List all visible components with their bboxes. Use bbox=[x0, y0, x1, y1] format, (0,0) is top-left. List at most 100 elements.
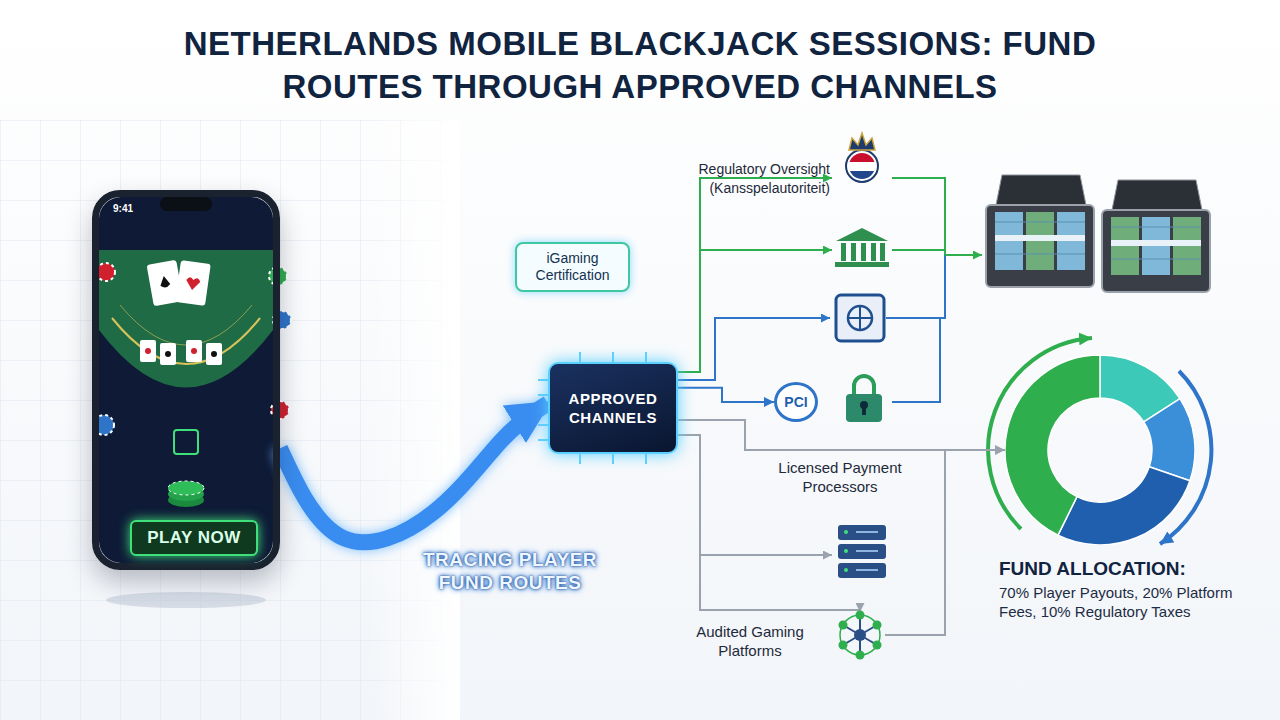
phone-screen bbox=[112, 318, 260, 364]
grid-backdrop bbox=[0, 120, 460, 720]
lock-icon bbox=[854, 376, 874, 395]
donut-segment bbox=[1005, 355, 1100, 535]
bank-icon bbox=[871, 243, 876, 261]
lock-icon bbox=[846, 376, 882, 422]
regulator-crest bbox=[846, 150, 878, 182]
chart-heading: FUND ALLOCATION: bbox=[999, 558, 1280, 580]
money-briefcase bbox=[1102, 210, 1210, 292]
network-icon bbox=[854, 629, 866, 641]
phone-screen bbox=[120, 305, 252, 345]
phone-device: PLAY NOW 9:41 bbox=[92, 190, 280, 570]
small-cards bbox=[191, 348, 197, 354]
regulator-crest bbox=[848, 153, 876, 180]
bet-box bbox=[174, 430, 198, 454]
vault-icon bbox=[848, 306, 872, 330]
route-lines bbox=[678, 178, 982, 635]
server-icon bbox=[844, 568, 848, 572]
money-briefcase bbox=[995, 235, 1085, 241]
small-cards bbox=[145, 348, 151, 354]
small-cards bbox=[140, 340, 156, 362]
lock-icon bbox=[862, 407, 866, 415]
small-cards bbox=[140, 340, 222, 365]
network-icon bbox=[839, 641, 848, 650]
route-lines bbox=[945, 254, 982, 256]
bank-icon bbox=[861, 243, 866, 261]
flow-label: TRACING PLAYER FUND ROUTES bbox=[405, 548, 615, 594]
lock-icon bbox=[846, 394, 882, 422]
small-cards bbox=[211, 351, 217, 357]
donut-segment bbox=[1058, 467, 1190, 545]
money-briefcase bbox=[995, 222, 1085, 254]
bank-icon bbox=[836, 228, 888, 241]
button-label: PLAY NOW bbox=[147, 528, 241, 548]
chip-pins bbox=[538, 439, 548, 441]
route-lines bbox=[892, 318, 940, 402]
network-icon bbox=[843, 615, 877, 655]
phone-notch bbox=[160, 197, 212, 211]
diagram-title: NETHERLANDS MOBILE BLACKJACK SESSIONS: F… bbox=[140, 22, 1140, 108]
money-briefcase bbox=[1111, 240, 1201, 246]
route-lines bbox=[892, 249, 945, 251]
channel-chip: APPROVED CHANNELS bbox=[548, 362, 678, 454]
chip-pins bbox=[538, 379, 548, 381]
regulator-crest bbox=[849, 133, 875, 150]
playing-card bbox=[147, 260, 211, 307]
network-icon bbox=[873, 621, 882, 630]
flow-ribbon-arrow bbox=[280, 403, 548, 542]
route-label: Regulatory Oversight (Kansspelautoriteit… bbox=[640, 160, 830, 198]
grid-backdrop bbox=[0, 120, 460, 720]
chip-stack bbox=[168, 481, 204, 507]
network-icon bbox=[873, 641, 882, 650]
bank-icon bbox=[851, 243, 856, 261]
connector-layer bbox=[280, 388, 1005, 543]
certification-badge: iGaming Certification bbox=[515, 242, 630, 292]
phone-shadow bbox=[106, 592, 266, 608]
regulator-crest bbox=[848, 153, 876, 162]
network-icon bbox=[840, 615, 880, 655]
small-cards bbox=[206, 343, 222, 365]
status-time: 9:41 bbox=[113, 203, 133, 214]
network-icon bbox=[839, 621, 848, 630]
route-lines bbox=[678, 178, 832, 372]
regulator-crest bbox=[848, 162, 876, 171]
money-briefcase bbox=[986, 175, 1094, 287]
pci-badge: PCI bbox=[774, 382, 818, 422]
playing-card bbox=[185, 277, 201, 291]
phone-screen bbox=[99, 197, 273, 563]
server-icon bbox=[856, 532, 878, 570]
money-briefcase bbox=[986, 205, 1094, 287]
regulator-crest bbox=[846, 133, 878, 182]
vault-icon bbox=[836, 295, 884, 341]
chip-pins bbox=[538, 394, 548, 396]
chip-pins bbox=[538, 424, 548, 426]
money-briefcase bbox=[996, 175, 1086, 205]
vault-icon bbox=[836, 295, 884, 341]
chip-stack bbox=[168, 481, 204, 495]
playing-card bbox=[159, 275, 171, 288]
network-icon bbox=[856, 651, 865, 660]
small-cards bbox=[165, 351, 171, 357]
route-connector bbox=[678, 388, 774, 402]
chip-label: APPROVED CHANNELS bbox=[550, 389, 676, 427]
money-briefcase bbox=[1111, 227, 1201, 259]
small-cards bbox=[186, 340, 202, 362]
server-icon bbox=[844, 549, 848, 553]
casino-chips bbox=[94, 263, 291, 435]
regulator-crest bbox=[848, 171, 876, 180]
play-button: PLAY NOW bbox=[130, 520, 258, 556]
money-briefcase bbox=[1102, 180, 1210, 292]
casino-chips bbox=[97, 263, 115, 281]
donut-chart bbox=[1005, 355, 1195, 545]
bank-icon bbox=[841, 243, 846, 261]
vault-icon bbox=[848, 306, 872, 330]
badge-label: PCI bbox=[784, 394, 807, 410]
badge-label: iGaming Certification bbox=[517, 250, 628, 284]
playing-card bbox=[175, 260, 211, 306]
network-icon bbox=[856, 611, 865, 620]
donut-chart bbox=[1005, 355, 1195, 545]
route-lines bbox=[700, 249, 832, 251]
bank-icon bbox=[835, 228, 889, 267]
grid-backdrop bbox=[0, 120, 460, 720]
server-icon bbox=[844, 530, 848, 534]
